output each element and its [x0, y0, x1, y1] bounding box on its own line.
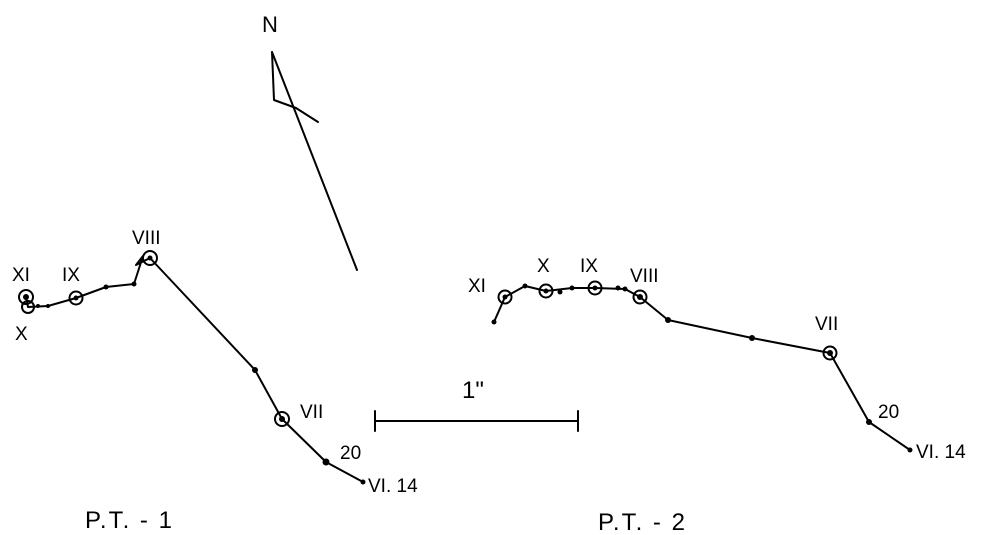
track-point: [622, 286, 628, 292]
label-20: 20: [340, 443, 361, 464]
month-marker-dot: [73, 295, 79, 301]
month-marker-ring: [632, 289, 648, 305]
month-marker-dot: [543, 288, 549, 294]
month-marker-dot: [147, 255, 153, 261]
month-marker-dot: [592, 285, 598, 291]
month-marker-ring: [18, 289, 34, 305]
month-marker-dot: [23, 294, 29, 300]
track-pt-2: XI X IX VIII VII 20 VI. 14 P.T. - 2: [468, 256, 966, 535]
label-20: 20: [878, 402, 899, 423]
track-point: [557, 289, 563, 295]
month-marker-dot: [827, 350, 833, 356]
month-marker-ring: [497, 289, 513, 305]
label-x: X: [15, 324, 28, 345]
month-marker-ring: [21, 300, 35, 314]
label-xi: XI: [12, 265, 30, 286]
panel-caption: P.T. - 1: [85, 507, 174, 534]
month-marker-ring: [538, 283, 554, 299]
track-point: [131, 281, 137, 287]
label-viii: VIII: [132, 228, 161, 249]
label-ix: IX: [62, 265, 80, 286]
track-point: [569, 285, 575, 291]
north-arrow-head: [271, 51, 319, 123]
track-point: [252, 367, 258, 373]
track-point: [103, 284, 109, 290]
label-start: VI. 14: [368, 476, 418, 497]
track-point: [491, 319, 497, 325]
month-marker-ring: [274, 411, 290, 427]
month-marker-ring: [68, 290, 84, 306]
track-point: [866, 419, 872, 425]
label-ix: IX: [580, 256, 598, 277]
month-marker-ring: [822, 345, 838, 361]
track-point: [46, 304, 50, 308]
label-vii: VII: [815, 314, 838, 335]
track-line: [25, 255, 364, 483]
track-point: [36, 304, 40, 308]
track-line: [493, 285, 911, 451]
label-x: X: [537, 256, 550, 277]
label-xi: XI: [468, 276, 486, 297]
month-marker-dot: [502, 294, 508, 300]
north-arrow-shaft: [271, 51, 358, 271]
label-viii: VIII: [630, 266, 659, 287]
month-marker-ring: [142, 250, 158, 266]
panel-caption: P.T. - 2: [598, 509, 687, 535]
track-point: [665, 317, 671, 323]
month-marker-dot: [279, 416, 285, 422]
track-point: [322, 458, 330, 466]
scale-bar: 1": [374, 377, 579, 432]
track-point: [522, 283, 528, 289]
scale-bar-label: 1": [462, 377, 484, 404]
track-point: [907, 447, 913, 453]
north-arrow: N: [262, 12, 358, 271]
track-point: [615, 285, 621, 291]
label-start: VI. 14: [916, 442, 966, 463]
month-marker-dot: [637, 294, 643, 300]
track-point: [749, 335, 755, 341]
label-vii: VII: [300, 402, 323, 423]
month-marker-ring: [587, 280, 603, 296]
track-pt-1: XI IX X VIII VII 20 VI. 14 P.T. - 1: [12, 228, 418, 534]
track-point: [360, 479, 366, 485]
north-label: N: [262, 12, 278, 37]
